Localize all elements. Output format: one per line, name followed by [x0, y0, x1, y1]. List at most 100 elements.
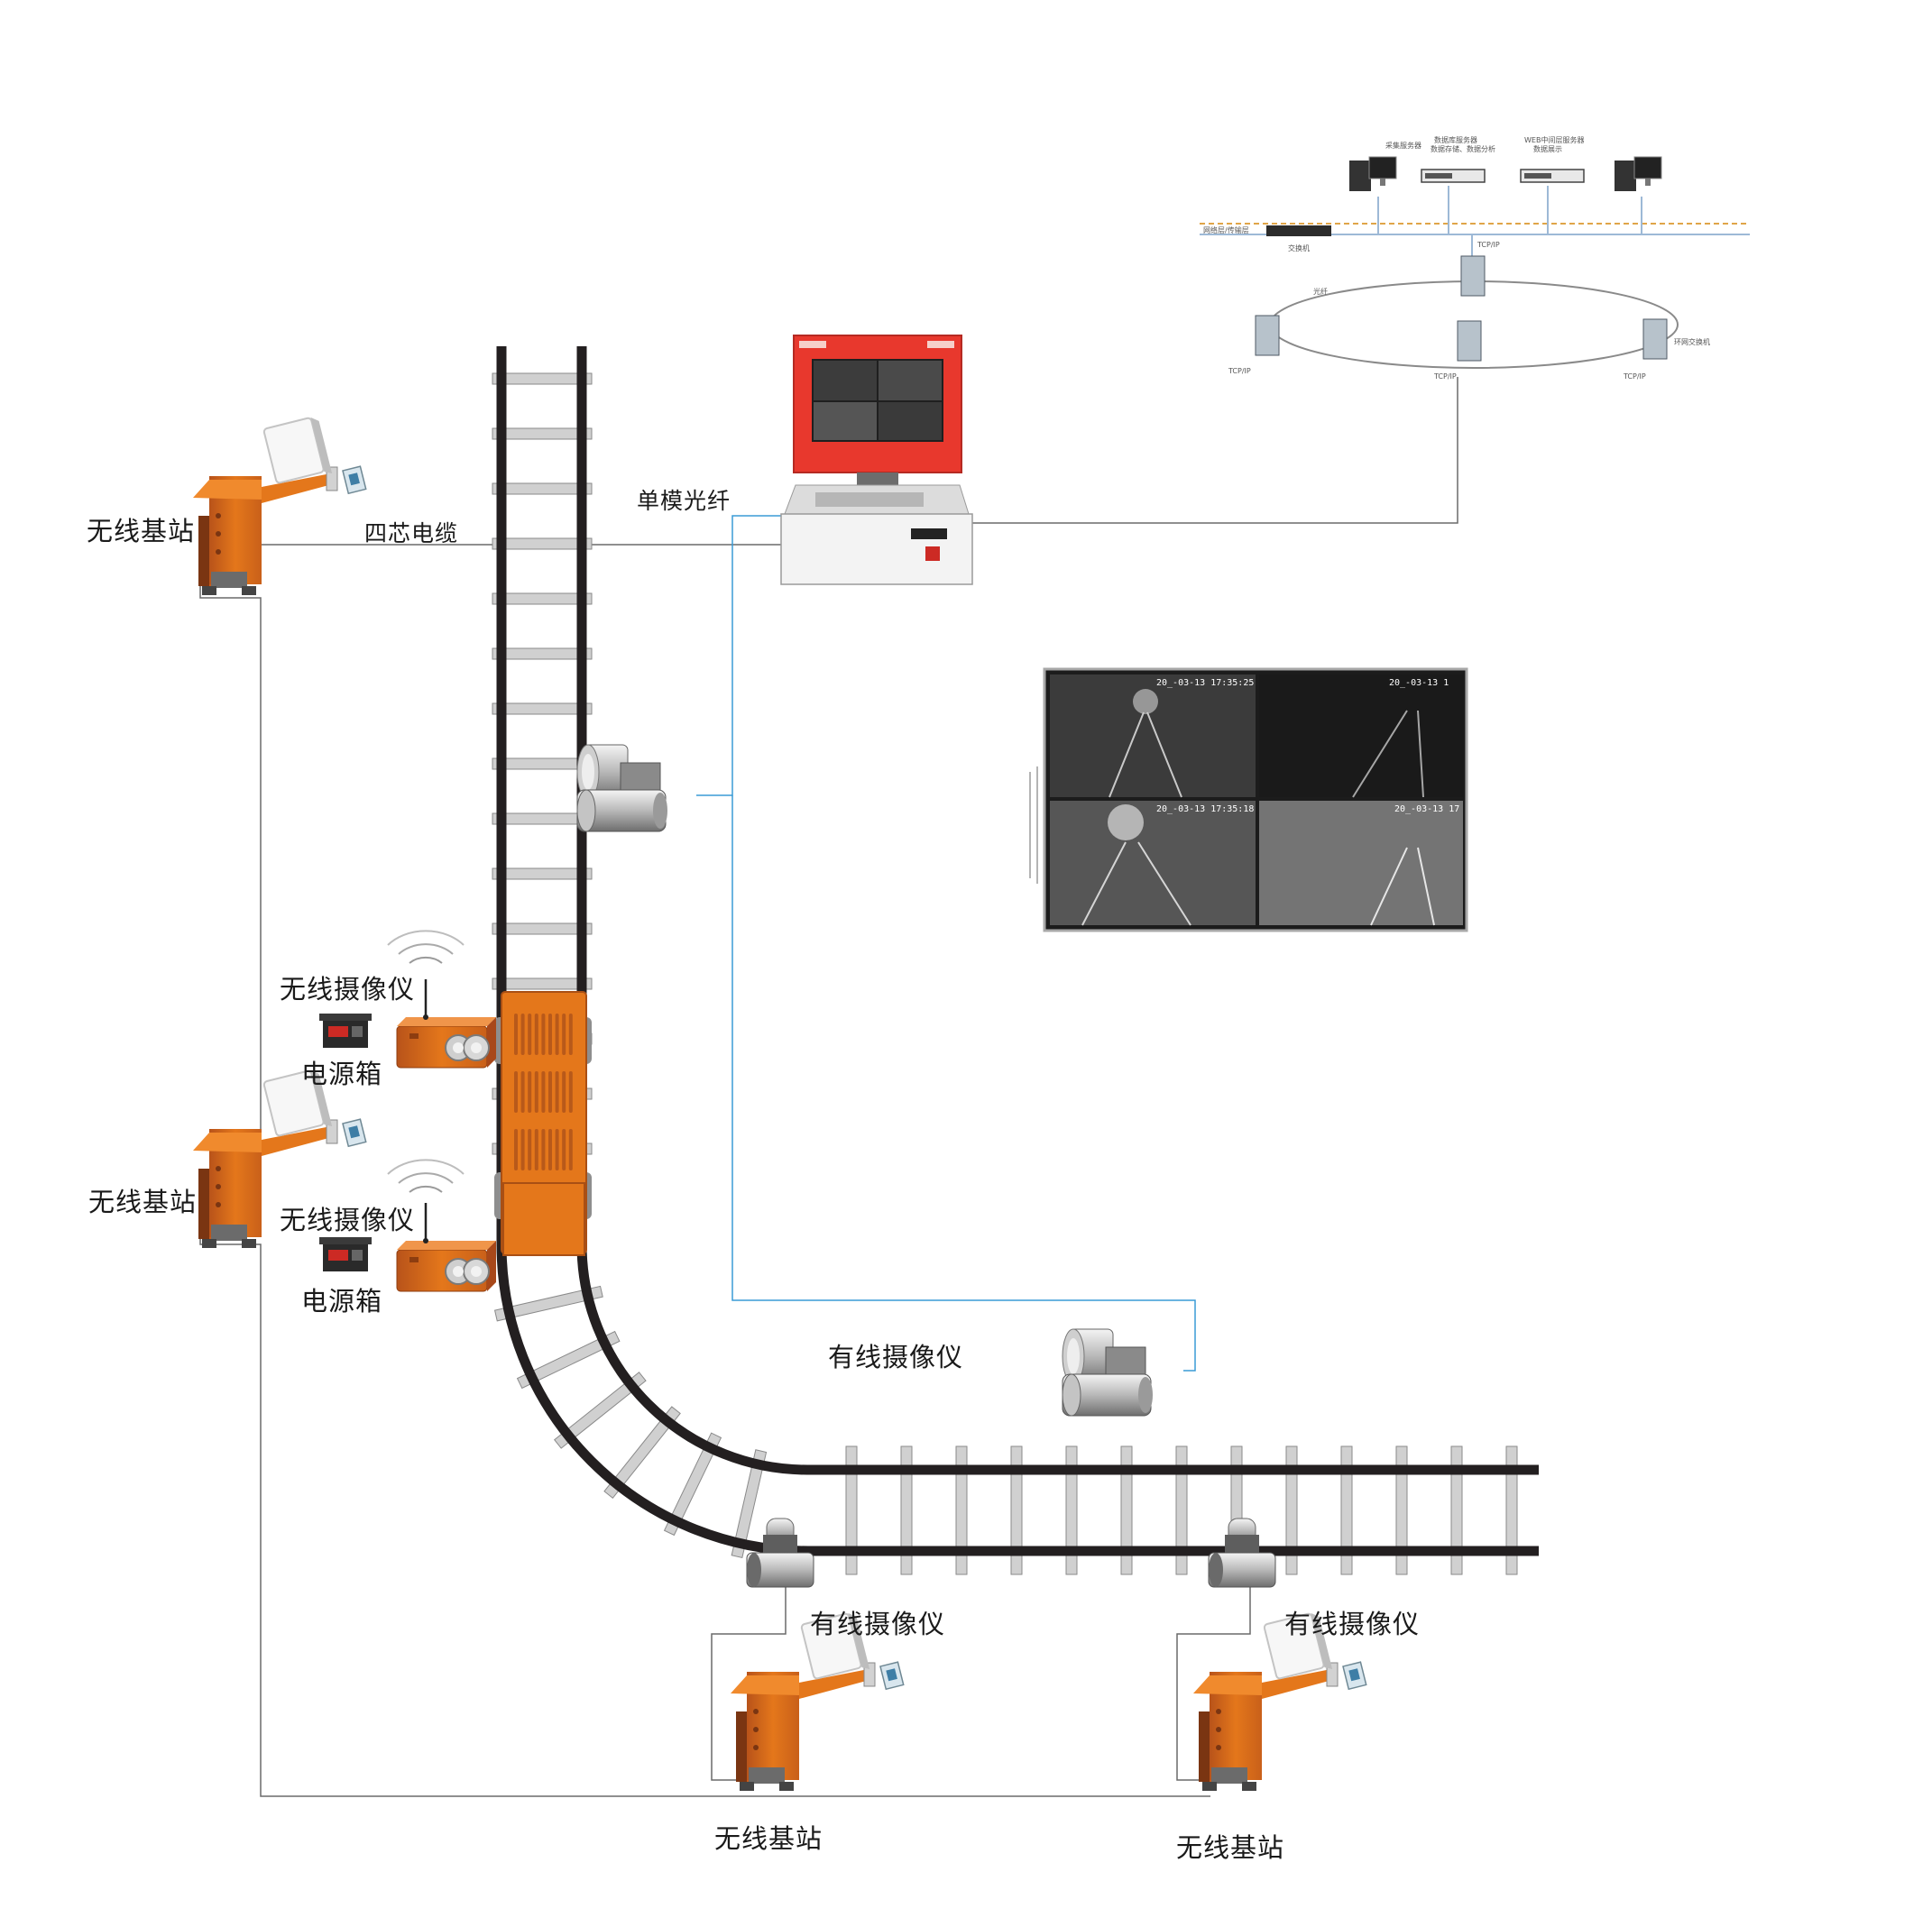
vent-slot — [514, 1014, 518, 1055]
ring-switch-left — [1255, 315, 1280, 356]
ring-switch-right — [1642, 318, 1668, 360]
vent-slot — [562, 1071, 566, 1113]
wireless-base-station-1 — [192, 415, 367, 596]
single-mode-fiber-lines — [696, 515, 1196, 1372]
sleeper — [492, 372, 593, 385]
wired-camera-straight — [1208, 1518, 1276, 1588]
video-wall: 20_-03-13 17:35:25 20_-03-13 1 20_-03-13… — [1029, 667, 1468, 932]
base-station-label-2: 无线基站 — [88, 1187, 198, 1217]
web-server-label: WEB中间层服务器 — [1524, 135, 1584, 144]
power-box-label-2: 电源箱 — [301, 1286, 383, 1317]
sleeper — [492, 482, 593, 495]
collection-server-icon — [1349, 156, 1397, 191]
wireless-camera-label-2: 无线摄像仪 — [280, 1205, 416, 1235]
database-server-label: 数据库服务器 — [1434, 135, 1477, 144]
vent-slot — [555, 1129, 559, 1170]
sleeper — [845, 1445, 858, 1575]
vent-slot — [520, 1014, 525, 1055]
vent-slot — [555, 1071, 559, 1113]
web-server-icon — [1520, 169, 1585, 183]
wireless-signal-icon — [387, 1159, 465, 1193]
vent-slot — [528, 1129, 532, 1170]
vent-slot — [562, 1014, 566, 1055]
web-server-sub: 数据展示 — [1533, 144, 1562, 153]
vent-slot — [528, 1014, 532, 1055]
power-box-label-1: 电源箱 — [301, 1059, 383, 1089]
sleeper — [1340, 1445, 1353, 1575]
vent-slot — [528, 1071, 532, 1113]
sleeper — [492, 427, 593, 440]
rail-track — [492, 346, 1539, 1575]
vertical-sleepers — [492, 372, 593, 1155]
ring-switch-bottom — [1457, 320, 1482, 362]
video-timestamp-2: 20_-03-13 1 — [1389, 678, 1449, 688]
single-mode-fiber-label: 单模光纤 — [637, 488, 731, 514]
sleeper — [492, 922, 593, 935]
locomotive-vents — [514, 1014, 573, 1170]
workstation-icon — [1615, 156, 1662, 191]
base-station-label-4: 无线基站 — [1176, 1832, 1285, 1863]
fiber-ring-label: 光纤 — [1313, 287, 1328, 296]
horizontal-sleepers — [845, 1445, 1518, 1575]
power-box-2 — [319, 1237, 372, 1271]
vent-slot — [534, 1071, 538, 1113]
vent-slot — [548, 1071, 552, 1113]
vent-slot — [548, 1129, 552, 1170]
network-topology: 采集服务器 数据库服务器 数据存储、数据分析 WEB中间层服务器 数据展示 网络… — [1200, 135, 1750, 381]
vent-slot — [534, 1014, 538, 1055]
vent-slot — [555, 1014, 559, 1055]
four-core-cable-lines — [199, 377, 1458, 1797]
vent-slot — [520, 1071, 525, 1113]
sleeper — [1010, 1445, 1023, 1575]
sleeper — [492, 977, 593, 990]
sleeper — [492, 537, 593, 550]
sleeper — [1395, 1445, 1408, 1575]
sleeper — [955, 1445, 968, 1575]
sleeper — [492, 867, 593, 880]
sleeper — [492, 592, 593, 605]
sleeper — [731, 1449, 768, 1559]
wired-camera-label-straight: 有线摄像仪 — [1284, 1609, 1421, 1639]
network-layer-label: 网络层/传输层 — [1203, 225, 1249, 234]
wired-camera-label-curve: 有线摄像仪 — [810, 1609, 946, 1639]
collection-server-label: 采集服务器 — [1385, 141, 1421, 150]
sleeper — [516, 1330, 621, 1390]
sleeper — [1175, 1445, 1188, 1575]
vent-slot — [548, 1014, 552, 1055]
curve-sleepers — [493, 1285, 768, 1559]
power-box-1 — [319, 1014, 372, 1048]
base-station-label-3: 无线基站 — [714, 1823, 823, 1854]
video-timestamp-1: 20_-03-13 17:35:25 — [1156, 678, 1254, 688]
ring-switch-top — [1460, 255, 1486, 297]
vent-slot — [514, 1129, 518, 1170]
vent-slot — [568, 1071, 573, 1113]
sleeper — [1065, 1445, 1078, 1575]
sleeper — [493, 1285, 603, 1322]
ring-switch-label: 环网交换机 — [1674, 337, 1710, 346]
tcp-ip-label-left: TCP/IP — [1228, 367, 1251, 375]
sleeper — [1450, 1445, 1463, 1575]
wired-camera-center — [1062, 1328, 1154, 1417]
vent-slot — [541, 1071, 546, 1113]
tcp-ip-label-right: TCP/IP — [1623, 372, 1646, 381]
sleeper — [1285, 1445, 1298, 1575]
sleeper — [603, 1406, 681, 1499]
database-server-sub: 数据存储、数据分析 — [1431, 144, 1495, 153]
sleeper — [663, 1432, 722, 1537]
database-server-icon — [1421, 169, 1486, 183]
mine-locomotive — [494, 991, 592, 1256]
wireless-camera-label-1: 无线摄像仪 — [280, 974, 416, 1005]
vent-slot — [514, 1071, 518, 1113]
vent-slot — [568, 1129, 573, 1170]
switch-label: 交换机 — [1288, 243, 1310, 252]
tcp-ip-label-bottom: TCP/IP — [1433, 372, 1457, 381]
wired-camera-label-center: 有线摄像仪 — [828, 1342, 964, 1372]
four-core-cable-label: 四芯电缆 — [364, 520, 459, 546]
sleeper — [900, 1445, 913, 1575]
base-station-label-1: 无线基站 — [87, 516, 196, 546]
monitoring-terminal — [780, 335, 973, 585]
wireless-signal-icon — [387, 930, 465, 964]
vent-slot — [541, 1129, 546, 1170]
wired-camera-curve — [746, 1518, 814, 1588]
